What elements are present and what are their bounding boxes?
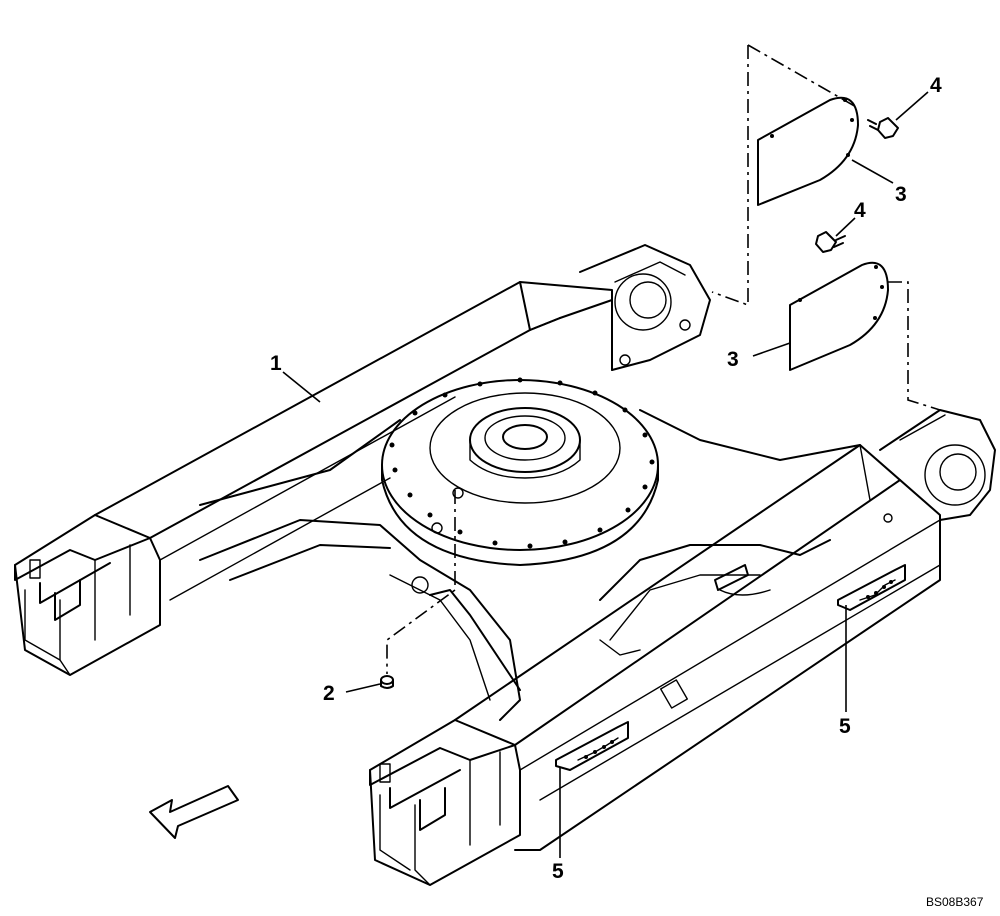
- callout-4-lower: 4: [854, 199, 866, 222]
- bolt-upper: [867, 117, 899, 139]
- figure-reference-code: BS08B367: [926, 895, 984, 909]
- callout-5-right: 5: [839, 715, 851, 738]
- cover-plate-lower: [789, 261, 889, 371]
- callout-5-front: 5: [552, 860, 564, 883]
- callout-4-upper: 4: [930, 74, 942, 97]
- chain-guide-front: [555, 721, 629, 771]
- grease-nipple: [380, 675, 394, 689]
- callout-1: 1: [270, 352, 282, 375]
- assembly-guide-lines: [386, 44, 941, 674]
- turntable-bolt-holes: [389, 377, 655, 549]
- lower-frame: [14, 244, 996, 886]
- callout-2: 2: [323, 682, 335, 705]
- callout-3-lower: 3: [727, 348, 739, 371]
- cover-plate-upper: [757, 96, 859, 206]
- callout-3-upper: 3: [895, 183, 907, 206]
- leader-lines: [282, 91, 929, 858]
- bolt-lower: [815, 231, 846, 253]
- front-direction-arrow-icon: [149, 785, 239, 839]
- chain-guide-right: [837, 564, 906, 611]
